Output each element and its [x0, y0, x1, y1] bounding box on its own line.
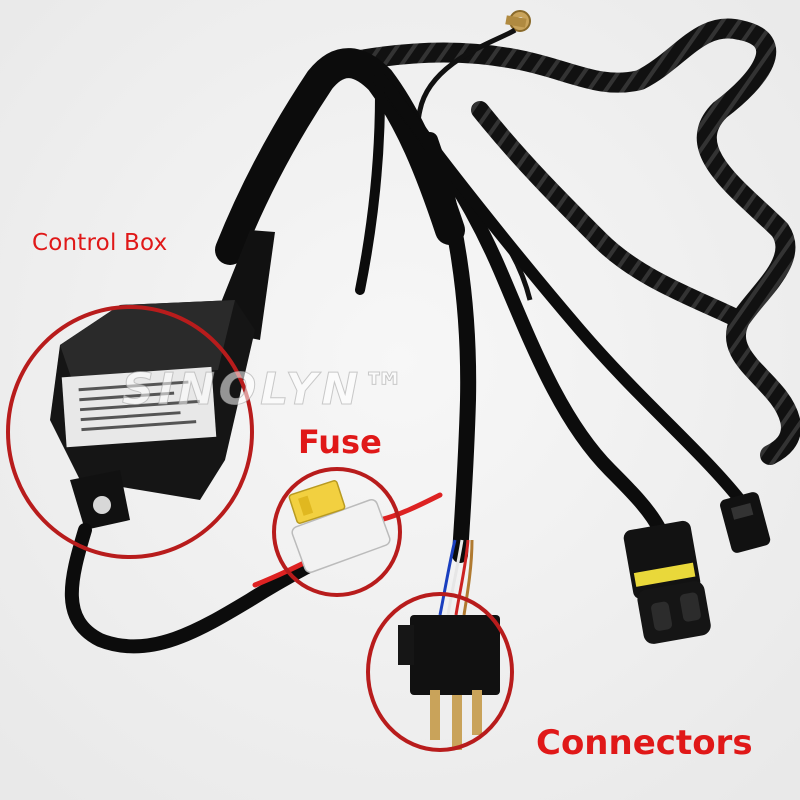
harness-branch-d	[355, 90, 385, 295]
brand-watermark: SINOLYN™	[121, 364, 411, 415]
ring-terminal	[505, 10, 531, 32]
connector-highlight-circle	[366, 592, 514, 752]
fuse	[288, 480, 346, 524]
main-harness-trunk	[215, 48, 465, 265]
white-wire	[446, 539, 464, 616]
hb-connector	[623, 520, 711, 644]
brown-wire	[462, 539, 474, 616]
fuse-label: Fuse	[298, 423, 382, 461]
control-box-label: Control Box	[32, 230, 168, 256]
h4-connector	[398, 615, 500, 750]
fuse-holder	[288, 480, 391, 574]
fuse-highlight-circle	[272, 467, 402, 597]
blue-wire	[438, 539, 457, 616]
small-connector	[720, 492, 771, 553]
harness-branch-c	[422, 132, 477, 563]
coiled-cable-lower	[471, 101, 749, 329]
coiled-cable	[350, 18, 800, 465]
control-box-output-cable	[64, 523, 357, 654]
control-box	[50, 300, 255, 530]
control-box-highlight-circle	[6, 305, 254, 559]
connectors-label: Connectors	[536, 723, 753, 763]
red-thin-wire	[454, 539, 470, 616]
